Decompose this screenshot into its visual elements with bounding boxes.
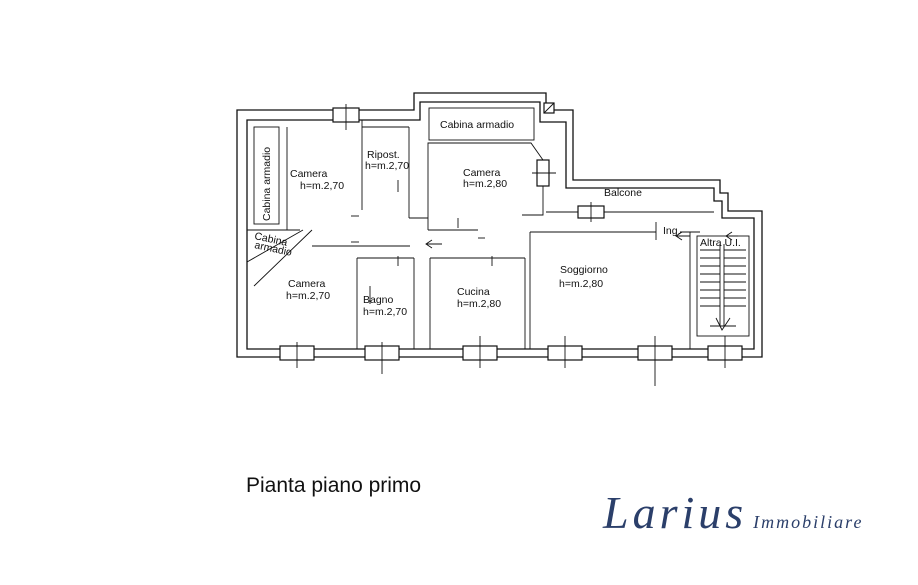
cucina-label: Cucina: [457, 286, 490, 298]
cabina-armadio-top-label: Cabina armadio: [440, 119, 514, 131]
ripost-label: Ripost.: [367, 149, 400, 161]
bagno-height: h=m.2,70: [363, 306, 407, 318]
stair-steps: [700, 249, 746, 307]
camera-2-label: Camera: [463, 167, 501, 179]
outer-wall: [236, 92, 763, 358]
interior-walls: [246, 107, 714, 349]
camera-3-height: h=m.2,70: [286, 290, 330, 302]
cabina-armadio-left-label: Cabina armadio: [261, 147, 273, 221]
soggiorno-label: Soggiorno: [560, 264, 608, 276]
cucina-height: h=m.2,80: [457, 298, 501, 310]
camera-1-label: Camera: [290, 168, 328, 180]
balcone-label: Balcone: [604, 187, 642, 199]
windows: [279, 102, 743, 386]
door-marks: [351, 180, 738, 304]
bagno-label: Bagno: [363, 294, 394, 306]
staircase: [696, 235, 750, 337]
cabina-armadio-top-box: [428, 107, 535, 141]
ingresso-label: Ing.: [663, 225, 681, 237]
brand-name: Larius: [603, 487, 748, 538]
ripost-height: h=m.2,70: [365, 160, 409, 172]
brand-tagline: Immobiliare: [753, 512, 864, 532]
cabina-armadio-left-box: [253, 126, 280, 225]
plan-caption: Pianta piano primo: [246, 474, 422, 497]
altra-ui-label: Altra U.I.: [700, 237, 741, 249]
soggiorno-height: h=m.2,80: [559, 278, 603, 290]
camera-2-height: h=m.2,80: [463, 178, 507, 190]
camera-1-height: h=m.2,70: [300, 180, 344, 192]
camera-3-label: Camera: [288, 278, 326, 290]
